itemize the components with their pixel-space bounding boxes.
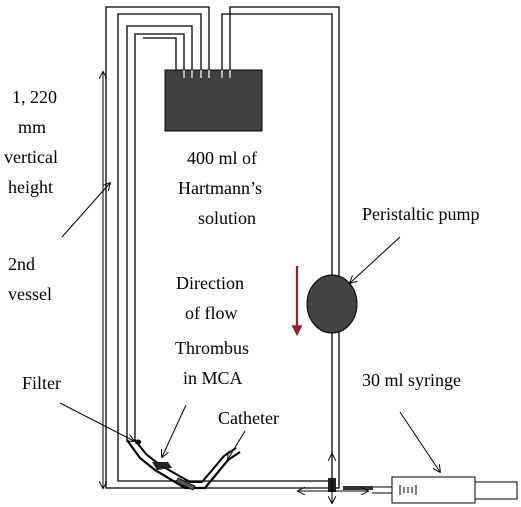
syringe-pointer-arrow (399, 411, 440, 472)
pump-label: Peristaltic pump (362, 204, 479, 224)
catheter-tip (175, 477, 196, 491)
height-label-4: height (8, 177, 53, 197)
filter-label: Filter (22, 373, 61, 393)
vessel-model-inner (134, 439, 237, 483)
filter-marker (135, 439, 141, 445)
vessel-pointer-arrow (61, 183, 110, 238)
thrombus (152, 462, 172, 470)
reservoir-tubes (183, 70, 231, 78)
filter-pointer-arrow (59, 402, 134, 441)
syringe (372, 476, 518, 504)
catheter-label: Catheter (218, 408, 279, 428)
pointer-arrows (59, 183, 440, 472)
catheter-pointer-arrow (228, 430, 246, 459)
solution-label-1: 400 ml of (187, 148, 257, 168)
direction-label-2: of flow (185, 303, 238, 323)
peristaltic-pump (306, 274, 358, 334)
vessel-label-2: vessel (8, 284, 52, 304)
thrombus-pointer-arrow (162, 404, 187, 457)
syringe-label: 30 ml syringe (362, 370, 461, 390)
thrombus-label-1: Thrombus (175, 338, 249, 358)
solution-label-3: solution (198, 208, 256, 228)
pump-pointer-arrow (350, 236, 401, 283)
height-label-3: vertical (4, 147, 58, 167)
solution-label-2: Hartmann’s (178, 178, 262, 198)
vessel-label-1: 2nd (8, 254, 35, 274)
direction-label-1: Direction (176, 273, 244, 293)
thrombus-label-2: in MCA (183, 368, 243, 388)
height-label-2: mm (18, 117, 46, 137)
reservoir (164, 69, 263, 132)
height-label-1: 1, 220 (12, 87, 57, 107)
syringe-connector (343, 486, 373, 490)
